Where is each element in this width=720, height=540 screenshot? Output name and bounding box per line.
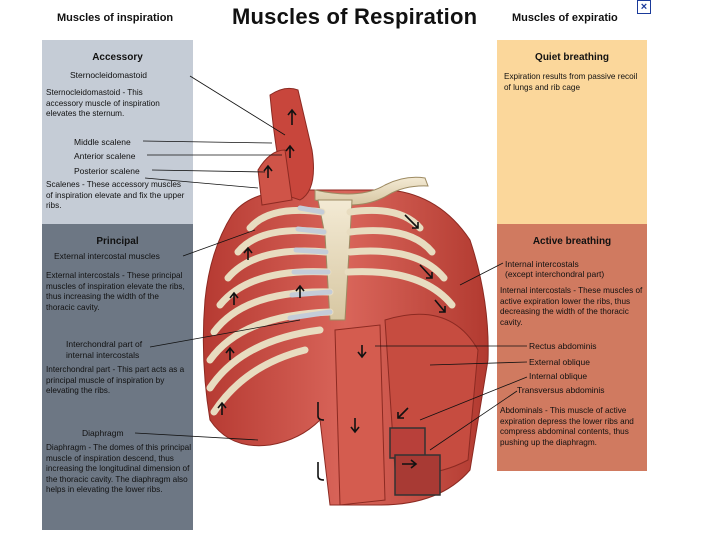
posterior-scalene-label: Posterior scalene bbox=[74, 166, 140, 176]
diaphragm-label: Diaphragm bbox=[82, 428, 124, 438]
abdominals-desc: Abdominals - This muscle of active expir… bbox=[500, 406, 634, 447]
expiration-header: Muscles of expiratio bbox=[512, 12, 618, 24]
sternocleidomastoid-desc: Sternocleidomastoid - This accessory mus… bbox=[46, 88, 160, 118]
interchondral-label-2: internal intercostals bbox=[66, 350, 140, 360]
rectus-abdominis-label: Rectus abdominis bbox=[529, 341, 597, 351]
quiet-title: Quiet breathing bbox=[535, 52, 609, 63]
anterior-scalene-label: Anterior scalene bbox=[74, 151, 136, 161]
left-costal-cartilage bbox=[287, 205, 333, 321]
active-title: Active breathing bbox=[532, 236, 612, 247]
principal-title: Principal bbox=[96, 236, 139, 247]
close-icon[interactable]: × bbox=[637, 0, 651, 14]
middle-scalene-label: Middle scalene bbox=[74, 137, 131, 147]
sternocleidomastoid-label: Sternocleidomastoid bbox=[70, 70, 148, 80]
accessory-title: Accessory bbox=[92, 52, 143, 63]
right-ribs bbox=[344, 206, 456, 309]
right-leader-lines bbox=[375, 262, 528, 451]
accessory-panel: Accessory Sternocleidomastoid Sternoclei… bbox=[42, 40, 193, 224]
inspiration-header: Muscles of inspiration bbox=[57, 12, 174, 24]
quiet-desc: Expiration results from passive recoil o… bbox=[504, 72, 638, 92]
internal-oblique-label: Internal oblique bbox=[529, 371, 588, 381]
direction-arrows bbox=[217, 108, 446, 481]
left-leader-lines bbox=[134, 75, 301, 441]
external-intercostals-desc: External intercostals - These principal … bbox=[46, 271, 185, 312]
transversus-window bbox=[394, 454, 441, 496]
scalene-muscles bbox=[257, 149, 293, 206]
internal-intercostals-desc: Internal intercostals - These muscles of… bbox=[500, 286, 643, 327]
transversus-abdominis-label: Transversus abdominis bbox=[517, 385, 605, 395]
scalenes-desc: Scalenes - These accessory muscles of in… bbox=[46, 180, 185, 210]
internal-intercostals-label-2: (except interchondral part) bbox=[505, 269, 605, 279]
interchondral-desc: Interchondral part - This part acts as a… bbox=[46, 365, 185, 395]
rectus-abdominis-muscle bbox=[334, 324, 386, 506]
principal-panel: Principal External intercostal muscles E… bbox=[42, 224, 193, 530]
clavicle bbox=[314, 176, 429, 206]
interchondral-label-1: Interchondral part of bbox=[66, 339, 143, 349]
internal-intercostals-label-1: Internal intercostals bbox=[505, 259, 579, 269]
diaphragm-desc: Diaphragm - The domes of this principal … bbox=[46, 443, 192, 494]
external-oblique-label: External oblique bbox=[529, 357, 590, 367]
quiet-breathing-panel: Quiet breathing Expiration results from … bbox=[497, 40, 647, 224]
page-title: Muscles of Respiration bbox=[232, 4, 478, 29]
active-breathing-panel: Active breathing Internal intercostals (… bbox=[497, 224, 647, 471]
internal-oblique-window bbox=[389, 427, 426, 459]
external-intercostal-label: External intercostal muscles bbox=[54, 251, 160, 261]
